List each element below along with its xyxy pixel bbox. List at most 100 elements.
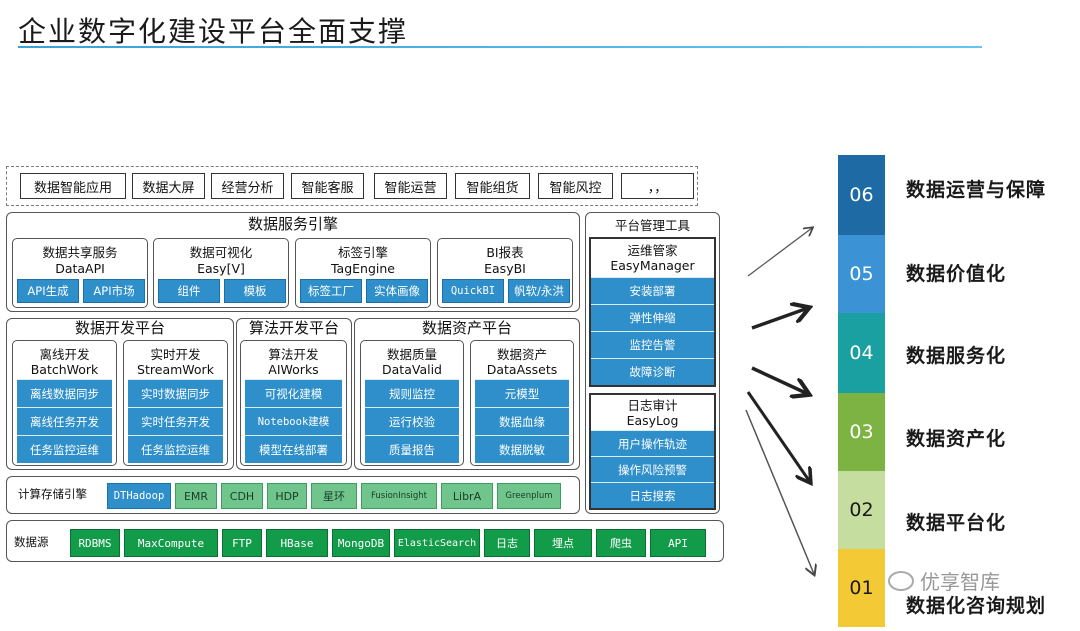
service-item: QuickBI [442, 279, 504, 303]
asset-item: 运行校验 [365, 407, 459, 435]
app-item: 智能组货 [455, 173, 530, 199]
dev-item: 离线任务开发 [17, 407, 112, 435]
group-name: 数据资产 [496, 347, 547, 362]
title-underline [18, 46, 982, 48]
compute-item: Greenplum [497, 483, 561, 509]
source-item: 埋点 [534, 529, 592, 557]
source-item: API [650, 529, 706, 557]
source-item: 爬虫 [596, 529, 646, 557]
arrow-to-05 [747, 228, 812, 277]
sources-label: 数据源 [14, 535, 49, 549]
algo-group: 算法开发 AIWorks 可视化建模 Notebook建模 模型在线部署 [240, 340, 347, 466]
asset-platform-title: 数据资产平台 [421, 319, 512, 337]
compute-item: DTHadoop [107, 483, 171, 509]
level-num: 05 [849, 263, 874, 285]
level-num: 02 [849, 499, 874, 521]
group-sub: BatchWork [30, 362, 99, 377]
source-item: ElasticSearch [394, 529, 480, 557]
level-02-label: 数据平台化 [906, 512, 1007, 534]
group-name: 实时开发 [150, 347, 201, 362]
level-03-block: 03 [838, 393, 885, 471]
service-group: 数据共享服务 DataAPI API生成 API市场 [12, 238, 148, 308]
compute-item: LibrA [441, 483, 493, 509]
group-name: 标签引擎 [337, 245, 388, 260]
ops-item: 安装部署 [591, 277, 714, 304]
algo-item: 可视化建模 [245, 379, 342, 407]
audit-item: 用户操作轨迹 [591, 430, 714, 456]
asset-item: 数据脱敏 [475, 435, 569, 463]
asset-group: 数据质量 DataValid 规则监控 运行校验 质量报告 [360, 340, 464, 466]
level-num: 06 [849, 184, 874, 206]
apps-label: 数据智能应用 [20, 173, 126, 199]
group-sub: EasyLog [626, 413, 679, 428]
dev-item: 实时数据同步 [128, 379, 223, 407]
service-item: 实体画像 [366, 279, 428, 303]
app-item: 智能风控 [538, 173, 613, 199]
asset-group: 数据资产 DataAssets 元模型 数据血缘 数据脱敏 [470, 340, 574, 466]
dev-item: 任务监控运维 [128, 435, 223, 463]
arrows [745, 210, 840, 590]
group-name: 数据质量 [386, 347, 437, 362]
compute-item: CDH [221, 483, 263, 509]
level-num: 04 [849, 342, 874, 364]
level-01-label: 数据化咨询规划 [906, 595, 1047, 617]
ops-group: 运维管家 EasyManager 安装部署 弹性伸缩 监控告警 故障诊断 [589, 237, 716, 387]
group-sub: DataAssets [486, 362, 558, 377]
algo-item: 模型在线部署 [245, 435, 342, 463]
service-item: API市场 [83, 279, 145, 303]
group-name: 数据可视化 [189, 245, 253, 260]
level-num: 03 [849, 421, 874, 443]
source-item: MaxCompute [124, 529, 218, 557]
ops-item: 故障诊断 [591, 358, 714, 385]
algo-item: Notebook建模 [245, 407, 342, 435]
mgmt-title: 平台管理工具 [614, 218, 690, 233]
compute-item: 星环 [311, 483, 357, 509]
source-item: FTP [222, 529, 262, 557]
level-num: 01 [849, 577, 874, 599]
arrow-to-02 [746, 391, 810, 482]
source-item: MongoDB [332, 529, 390, 557]
level-02-block: 02 [838, 471, 885, 549]
group-name: 算法开发 [268, 347, 319, 362]
level-06-block: 06 [838, 155, 885, 235]
group-name: 离线开发 [39, 347, 90, 362]
compute-item: EMR [175, 483, 217, 509]
level-06-label: 数据运营与保障 [906, 179, 1047, 201]
audit-item: 操作风险预警 [591, 456, 714, 482]
app-item: 智能客服 [291, 173, 364, 199]
group-name: BI报表 [486, 245, 524, 260]
app-item: ，， [621, 173, 694, 199]
watermark: 优享智库 [888, 566, 1000, 595]
group-sub: DataAPI [55, 261, 105, 276]
arrow-to-04 [751, 308, 808, 330]
audit-group: 日志审计 EasyLog 用户操作轨迹 操作风险预警 日志搜索 [589, 393, 716, 510]
source-item: RDBMS [70, 529, 120, 557]
service-group: 标签引擎 TagEngine 标签工厂 实体画像 [295, 238, 431, 308]
asset-item: 质量报告 [365, 435, 459, 463]
level-01-block: 01 [838, 549, 885, 627]
level-05-block: 05 [838, 235, 885, 313]
group-name: 日志审计 [627, 398, 678, 413]
app-item: 经营分析 [211, 173, 284, 199]
service-item: API生成 [17, 279, 79, 303]
service-group: 数据可视化 Easy[V] 组件 模板 [153, 238, 289, 308]
group-name: 运维管家 [627, 243, 678, 258]
watermark-text: 优享智库 [920, 570, 1000, 594]
dev-group: 实时开发 StreamWork 实时数据同步 实时任务开发 任务监控运维 [123, 340, 228, 466]
page-title: 企业数字化建设平台全面支撑 [18, 15, 409, 48]
level-04-label: 数据服务化 [906, 345, 1007, 367]
source-item: HBase [266, 529, 328, 557]
ops-item: 弹性伸缩 [591, 304, 714, 331]
compute-label: 计算存储引擎 [18, 487, 87, 501]
ops-item: 监控告警 [591, 331, 714, 358]
arrow-to-01 [745, 409, 814, 574]
compute-item: HDP [267, 483, 307, 509]
algo-platform-title: 算法开发平台 [248, 319, 339, 337]
group-sub: EasyManager [610, 258, 695, 273]
service-engine-title: 数据服务引擎 [247, 215, 338, 233]
group-sub: TagEngine [330, 261, 395, 276]
asset-item: 元模型 [475, 379, 569, 407]
dev-item: 实时任务开发 [128, 407, 223, 435]
level-03-label: 数据资产化 [906, 428, 1007, 450]
arrow-to-03 [751, 366, 808, 394]
